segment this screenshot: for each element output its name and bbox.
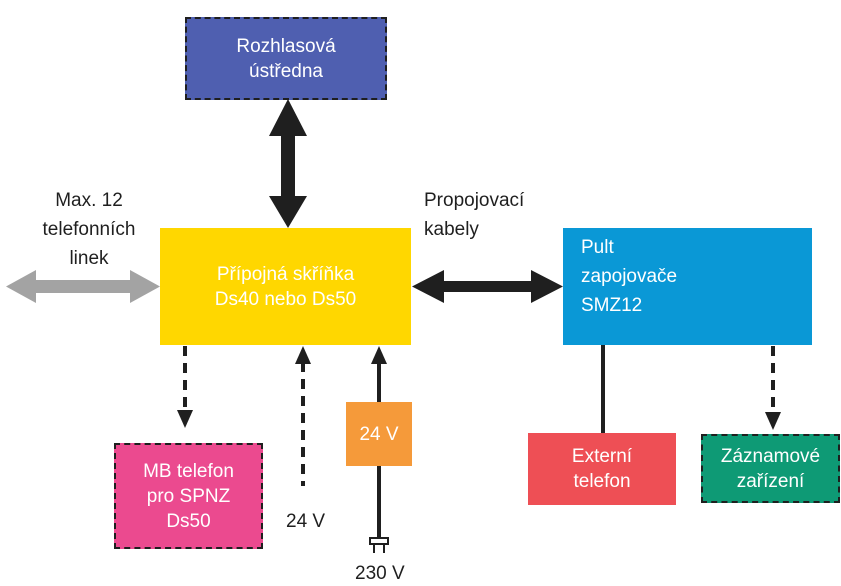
- mb-phone-label-3: Ds50: [166, 510, 211, 532]
- console-label-3: SMZ12: [581, 295, 643, 316]
- cables-label: Propojovací kabely: [424, 186, 524, 244]
- mains-label: 230 V: [355, 563, 405, 584]
- dc-input-dashed-arrow: [295, 346, 311, 486]
- switchbox-label-2: Ds40 nebo Ds50: [214, 288, 357, 310]
- power-supply-box: 24 V: [346, 402, 412, 466]
- mb-phone-label-2: pro SPNZ: [146, 485, 231, 507]
- pa-exchange-box: Rozhlasová ústředna: [185, 17, 387, 100]
- phone-lines-label-3: linek: [69, 248, 109, 269]
- external-phone-label-1: Externí: [571, 446, 633, 467]
- console-label-2: zapojovače: [581, 266, 678, 287]
- phone-lines-label: Max. 12 telefonních linek: [25, 186, 153, 273]
- mb-phone-box: MB telefon pro SPNZ Ds50: [114, 443, 263, 549]
- recorder-label-2: zařízení: [736, 470, 805, 492]
- pa-exchange-label-2: ústředna: [249, 60, 323, 82]
- recorder-label-1: Záznamové: [720, 445, 821, 467]
- power-supply-arrow: [371, 346, 387, 402]
- recorder-dashed-arrow: [765, 346, 781, 430]
- pa-exchange-label-1: Rozhlasová: [236, 35, 336, 57]
- dc-input-label: 24 V: [286, 511, 326, 532]
- console-label-1: Pult: [581, 237, 614, 258]
- mb-phone-dashed-arrow: [177, 346, 193, 428]
- pa-exchange-link-arrow: [269, 99, 307, 228]
- switchbox-box: Přípojná skříňka Ds40 nebo Ds50: [160, 228, 411, 345]
- cables-label-1: Propojovací: [424, 190, 525, 211]
- power-supply-label: 24 V: [359, 423, 399, 445]
- phone-lines-label-2: telefonních: [42, 219, 136, 240]
- external-phone-label-2: telefon: [573, 471, 631, 492]
- external-phone-box: Externí telefon: [528, 433, 676, 505]
- mb-phone-label-1: MB telefon: [143, 460, 234, 482]
- recorder-box: Záznamové zařízení: [701, 434, 840, 503]
- cables-arrow: [412, 270, 563, 303]
- operator-console-box: Pult zapojovače SMZ12: [563, 228, 812, 345]
- mains-plug-icon: [369, 466, 389, 553]
- phone-lines-label-1: Max. 12: [55, 190, 123, 211]
- phone-lines-arrow: [6, 270, 160, 303]
- switchbox-label-1: Přípojná skříňka: [216, 263, 355, 285]
- cables-label-2: kabely: [424, 219, 479, 240]
